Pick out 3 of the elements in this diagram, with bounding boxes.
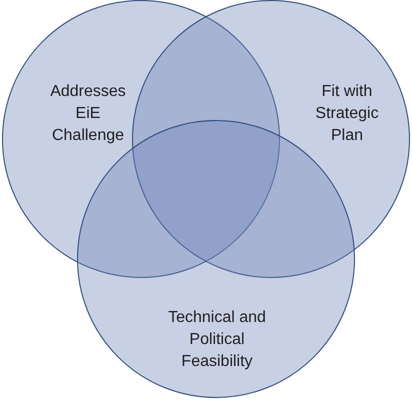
circle-label: Fit with Strategic Plan <box>314 82 380 146</box>
circle-label: Technical and Political Feasibility <box>167 308 267 372</box>
circle-label: Addresses EiE Challenge <box>49 82 127 146</box>
